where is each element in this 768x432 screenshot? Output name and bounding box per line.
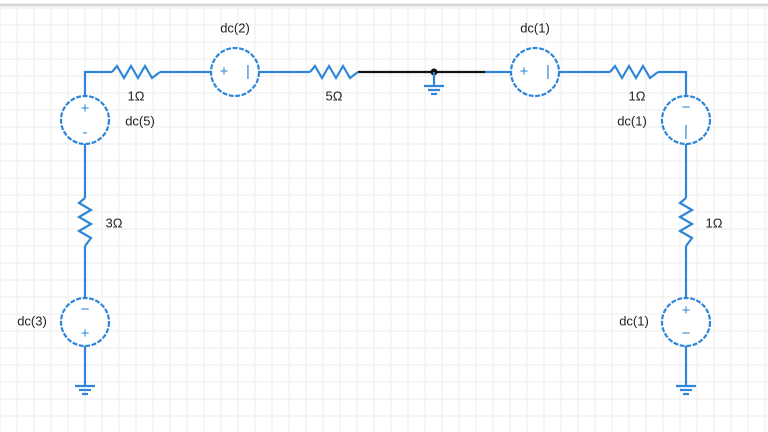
resistor-1ohm-top-right[interactable]: 1Ω xyxy=(609,63,659,103)
dc-source-left-bottom[interactable]: − + dc(3) xyxy=(17,296,111,348)
dc-source-right-top[interactable]: − | dc(1) xyxy=(617,94,712,146)
grid xyxy=(0,7,768,432)
minus-sign: | xyxy=(246,63,250,80)
source-label: dc(3) xyxy=(17,313,47,328)
ground-icon xyxy=(424,72,444,96)
resistor-5ohm[interactable]: 5Ω xyxy=(309,63,359,103)
source-label: dc(1) xyxy=(619,313,649,328)
plus-sign: | xyxy=(684,123,688,140)
resistor-3ohm[interactable]: 3Ω xyxy=(76,197,123,247)
minus-sign: − xyxy=(682,325,691,342)
plus-sign: + xyxy=(520,63,529,80)
plus-sign: + xyxy=(81,100,90,117)
ground-icon xyxy=(75,384,95,396)
dc-source-right-bottom[interactable]: + − dc(1) xyxy=(619,296,712,348)
minus-sign: | xyxy=(546,63,550,80)
minus-sign: − xyxy=(81,301,90,318)
ground-icon xyxy=(676,384,696,396)
source-label: dc(5) xyxy=(125,113,155,128)
wires xyxy=(83,70,688,385)
source-label: dc(2) xyxy=(220,20,250,35)
plus-sign: + xyxy=(682,302,691,319)
resistor-1ohm-top-left[interactable]: 1Ω xyxy=(111,63,161,103)
source-label: dc(1) xyxy=(617,113,647,128)
dc-source-top-right[interactable]: + | dc(1) xyxy=(509,20,561,98)
resistor-label: 3Ω xyxy=(106,215,123,230)
source-label: dc(1) xyxy=(520,20,550,35)
dc-source-left-top[interactable]: + - dc(5) xyxy=(59,94,155,146)
resistor-label: 1Ω xyxy=(128,88,145,103)
minus-sign: - xyxy=(83,124,88,141)
dc-source-top[interactable]: + | dc(2) xyxy=(209,20,261,98)
minus-sign: − xyxy=(682,99,691,116)
resistor-1ohm-right[interactable]: 1Ω xyxy=(677,197,723,247)
resistor-label: 5Ω xyxy=(326,88,343,103)
resistor-label: 1Ω xyxy=(706,215,723,230)
resistor-label: 1Ω xyxy=(629,88,646,103)
plus-sign: + xyxy=(220,63,229,80)
plus-sign: + xyxy=(81,325,90,342)
